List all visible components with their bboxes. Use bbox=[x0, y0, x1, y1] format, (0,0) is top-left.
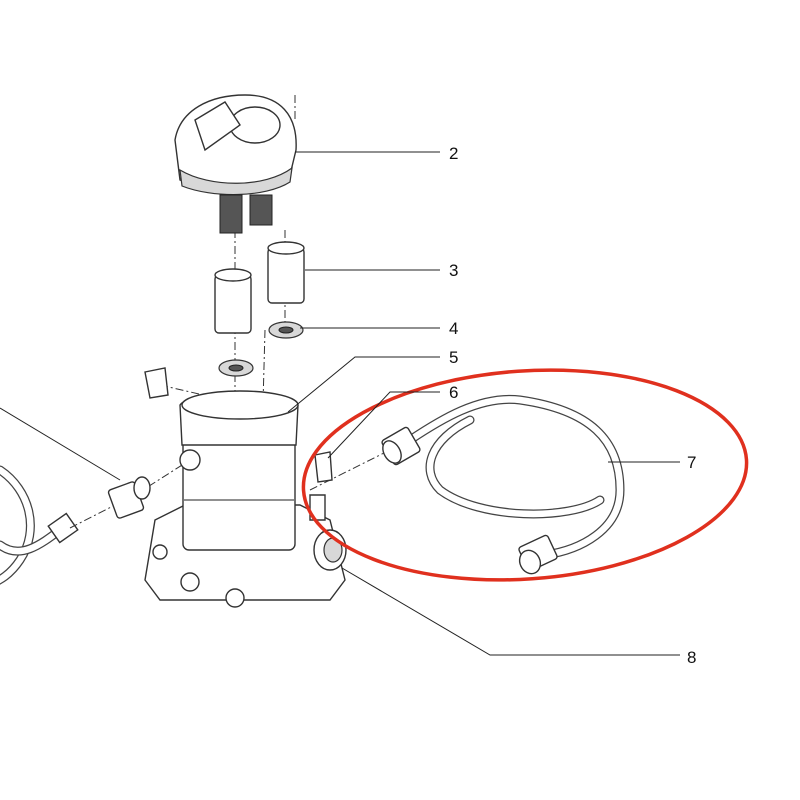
left-hose-partial bbox=[0, 465, 79, 585]
callout-7: 7 bbox=[687, 453, 696, 472]
clip-6 bbox=[314, 451, 333, 483]
pump-head bbox=[174, 94, 297, 234]
hose-assembly bbox=[381, 394, 625, 575]
callout-2: 2 bbox=[449, 144, 458, 163]
inlet-connector bbox=[107, 476, 151, 519]
leader-left bbox=[0, 407, 121, 481]
seal-rings bbox=[218, 321, 304, 377]
callout-8: 8 bbox=[687, 648, 696, 667]
callout-4: 4 bbox=[449, 319, 458, 338]
highlight-ellipse bbox=[301, 368, 749, 582]
filter-sleeves bbox=[214, 241, 305, 334]
callout-3: 3 bbox=[449, 261, 458, 280]
clip-left bbox=[144, 367, 169, 399]
callout-5: 5 bbox=[449, 348, 458, 367]
callout-6: 6 bbox=[449, 383, 458, 402]
filter-housing bbox=[144, 390, 346, 608]
leader-lines bbox=[287, 151, 680, 656]
